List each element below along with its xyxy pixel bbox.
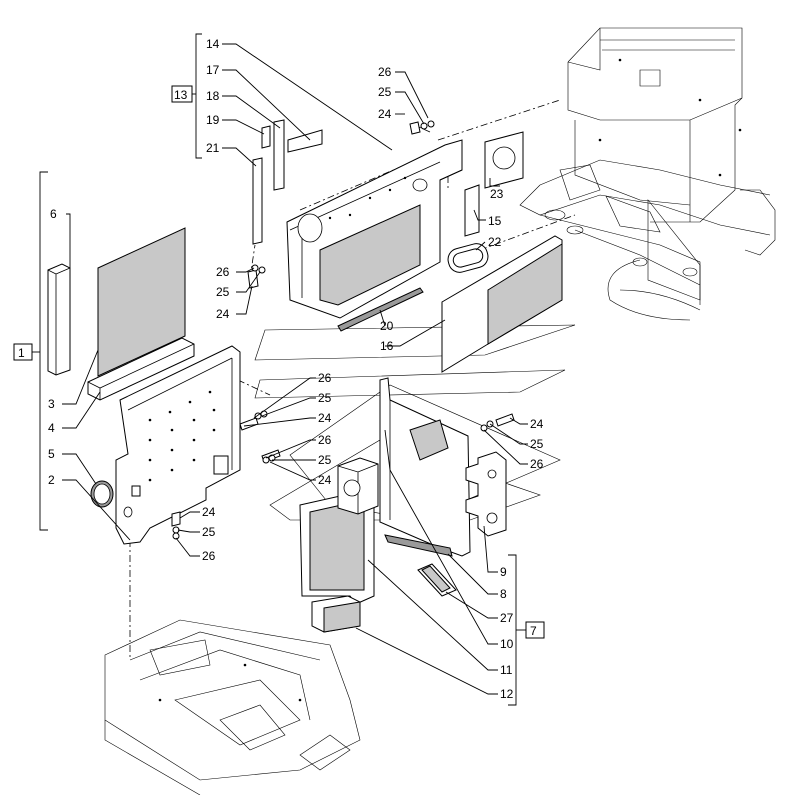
part-23-block: [484, 131, 524, 189]
callout-11: 11: [500, 663, 513, 677]
callout-24-right: 24: [530, 417, 544, 431]
callout-26-mid: 26: [216, 265, 230, 279]
callout-20: 20: [380, 319, 394, 333]
part-9-bracket: [465, 451, 507, 537]
part-6-strip: [47, 263, 71, 376]
callout-10: 10: [500, 637, 514, 651]
part-10-panel: [379, 377, 471, 557]
part-11-collar-block: [337, 457, 379, 515]
callout-5: 5: [48, 447, 55, 461]
callout-3: 3: [48, 397, 55, 411]
part-2-panel: [115, 345, 241, 545]
callout-4: 4: [48, 421, 55, 435]
machine-frame-lower: [104, 619, 361, 795]
part-12-strip: [311, 595, 361, 633]
callout-26-center-2: 26: [318, 433, 332, 447]
callout-14: 14: [206, 37, 220, 51]
callout-24-center-1: 24: [318, 411, 332, 425]
callout-25-center-2: 25: [318, 453, 332, 467]
callout-6: 6: [50, 207, 57, 221]
part-4-strip: [87, 337, 195, 401]
part-22-gasket: [447, 243, 489, 273]
callout-26-top: 26: [378, 65, 392, 79]
callout-25-top: 25: [378, 85, 392, 99]
callout-19: 19: [206, 113, 220, 127]
part-14-upper-panel: [286, 139, 463, 319]
callout-25-mid: 25: [216, 285, 230, 299]
part-15-strip: [464, 184, 480, 237]
group-bracket-13: 13: [171, 33, 202, 159]
part-16-panel: [441, 235, 563, 373]
parts-17-21-strips: [252, 119, 323, 245]
callout-24-top: 24: [378, 107, 392, 121]
callout-21: 21: [206, 141, 220, 155]
callout-26-lower: 26: [202, 549, 216, 563]
callout-24-center-2: 24: [318, 473, 332, 487]
callout-24-mid: 24: [216, 307, 230, 321]
callout-26-right: 26: [530, 457, 544, 471]
part-20-strip: [337, 287, 424, 332]
callout-25-lower: 25: [202, 525, 216, 539]
part-3-board: [97, 227, 186, 377]
callout-2: 2: [48, 473, 55, 487]
group-label-1: 1: [18, 346, 25, 360]
callout-labels: 14 17 18 19 21 26 25 24 23 15 22 26 25 2…: [48, 37, 544, 701]
machine-frame-upper: [519, 27, 776, 321]
callout-26-center-1: 26: [318, 371, 332, 385]
callout-17: 17: [206, 63, 220, 77]
callout-25-center-1: 25: [318, 391, 332, 405]
group-label-7: 7: [530, 624, 537, 638]
callout-24-lower: 24: [202, 505, 216, 519]
part-5-grommet: [90, 480, 114, 508]
callout-12: 12: [500, 687, 514, 701]
group-bracket-7: 7: [508, 554, 545, 706]
callout-22: 22: [488, 235, 502, 249]
leader-lines: [62, 43, 528, 695]
callout-15: 15: [488, 214, 502, 228]
callout-16: 16: [380, 339, 394, 353]
group-bracket-1: 1: [13, 171, 48, 531]
part-27-seal: [417, 563, 457, 597]
callout-27: 27: [500, 611, 514, 625]
callout-23: 23: [490, 187, 504, 201]
callout-18: 18: [206, 89, 220, 103]
callout-9: 9: [500, 565, 507, 579]
group-label-13: 13: [174, 88, 188, 102]
callout-25-right: 25: [530, 437, 544, 451]
callout-8: 8: [500, 587, 507, 601]
